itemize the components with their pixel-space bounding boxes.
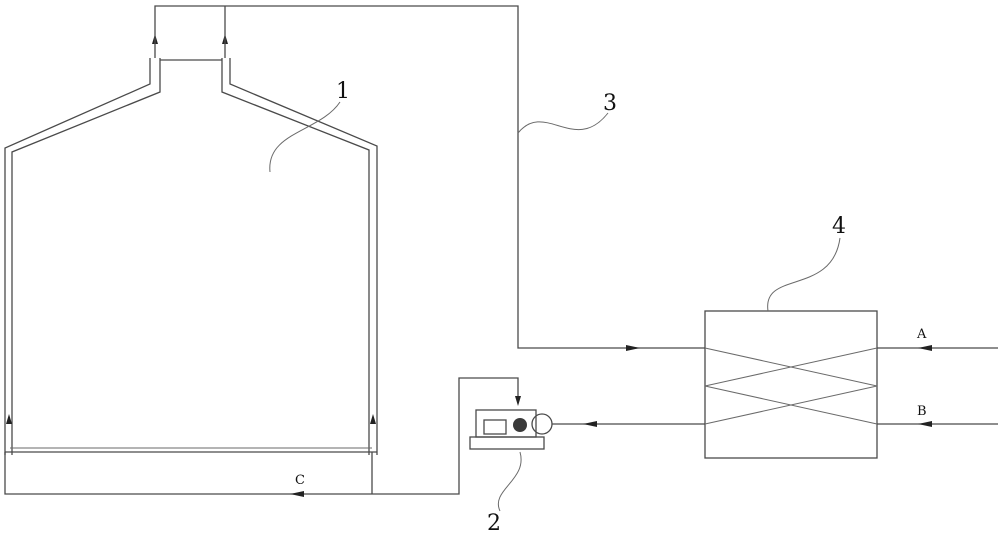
arrow-into-exchanger (626, 345, 640, 351)
arrow-down-pump (515, 396, 521, 406)
leader-2 (497, 451, 522, 512)
label-pump: 2 (487, 511, 501, 536)
arrow-c (290, 491, 304, 497)
pump-base (469, 436, 545, 450)
label-b: B (917, 404, 927, 419)
arrow-b (918, 421, 932, 427)
leader-3 (517, 112, 609, 134)
leader-4 (767, 237, 841, 312)
tank-outer-wall-left (4, 58, 151, 455)
arrow-up-left-wall (6, 414, 12, 424)
label-pipe: 3 (603, 91, 617, 116)
tank-inner-wall-right (221, 58, 370, 455)
arrow-up-right-wall (370, 414, 376, 424)
pump-motor (531, 413, 553, 435)
label-exchanger: 4 (832, 214, 846, 239)
pump-impeller (513, 418, 527, 432)
exchanger-coil-a (704, 347, 878, 425)
pump (469, 409, 553, 450)
exchanger-coil-b (704, 347, 878, 425)
label-c: C (295, 473, 305, 488)
tank-outer-wall-right (229, 58, 378, 455)
heat-exchanger-box (704, 310, 878, 459)
pump-casing (483, 419, 507, 435)
leader-1 (269, 101, 341, 173)
label-a: A (916, 327, 927, 342)
tank (4, 58, 378, 455)
pump-body (475, 409, 537, 438)
arrow-to-pump (583, 421, 597, 427)
heat-exchanger (704, 310, 878, 459)
tank-inner-wall-left (11, 58, 161, 455)
pump-discharge-pipe (4, 377, 519, 495)
label-tank: 1 (336, 79, 350, 104)
top-collection-pipe (154, 5, 705, 349)
arrow-a (918, 345, 932, 351)
